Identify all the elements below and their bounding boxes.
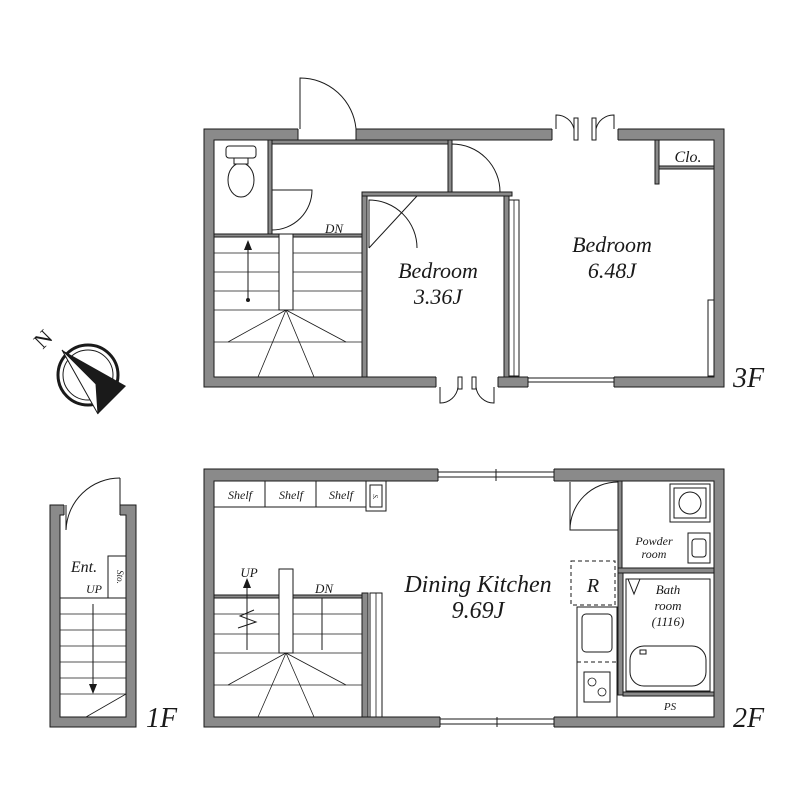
f3-toilet	[225, 145, 257, 198]
f2-shelf-1: Shelf	[228, 488, 254, 502]
f2-bath-line2: room	[655, 598, 682, 613]
f2-bath-top-wall	[617, 567, 715, 574]
f3-bottom-door-right	[475, 386, 495, 404]
f3-bedroom-a-left-wall	[361, 195, 368, 378]
f3-balcony-door-gap	[552, 127, 618, 142]
f2-ps-label: PS	[663, 701, 677, 713]
f2-fridge-space	[570, 560, 616, 606]
f2-fridge-label: R	[586, 575, 599, 597]
f2-bathtub	[625, 578, 711, 692]
f2-shelves	[213, 480, 387, 512]
f3-stairs	[213, 233, 363, 378]
f2-stairs	[213, 568, 365, 718]
f3-bedroom-b-door	[451, 143, 501, 193]
f1-entrance-label: Ent.	[70, 559, 97, 576]
f2-kitchen-counter	[576, 606, 618, 718]
compass-north-label: N	[28, 324, 57, 353]
f3-closet-wall	[654, 139, 660, 185]
f3-closet-label: Clo.	[674, 149, 701, 166]
f3-bottom-door-left	[439, 386, 459, 404]
floor-3f: DN Bedroom 3.36J Bedroom 6.48J Clo. 3F	[203, 77, 765, 404]
f2-powder-line1: Powder	[634, 534, 673, 548]
compass: N	[28, 324, 126, 415]
f3-outer-wall	[203, 128, 725, 388]
f2-shelf-4: S.	[371, 494, 379, 500]
f2-shelf-3: Shelf	[329, 488, 355, 502]
f2-bath-door	[627, 578, 641, 596]
f3-bedroom-b-name: Bedroom	[572, 232, 652, 257]
f2-washbasin	[687, 532, 711, 564]
f2-bath-line3: (1116)	[652, 614, 685, 629]
f3-balcony-door-right	[595, 114, 615, 130]
f3-bedroom-a-size: 3.36J	[413, 284, 464, 309]
f3-bedroom-partition	[503, 195, 510, 378]
f3-bottom-door-gap	[436, 375, 498, 389]
f2-dk-size: 9.69J	[452, 598, 506, 624]
f2-powder-line2: room	[642, 547, 667, 561]
f3-bedroom-b-size: 6.48J	[588, 258, 638, 283]
compass-ring	[56, 343, 120, 407]
f1-entrance-door	[65, 477, 121, 531]
floor-2f: Shelf Shelf Shelf S. UP DN	[203, 467, 765, 734]
f2-powder-door	[569, 481, 619, 531]
f2-floor-label: 2F	[733, 703, 765, 734]
f2-stair-dn-label: DN	[314, 581, 334, 596]
f2-dk-name: Dining Kitchen	[403, 572, 551, 598]
f3-toilet-wall	[267, 139, 273, 237]
f3-stair-dn-label: DN	[324, 221, 344, 236]
f3-toilet-door	[271, 189, 313, 231]
floor-1f: Sto. Ent. UP 1F	[49, 477, 178, 734]
f2-stair-up-label: UP	[240, 565, 257, 580]
f3-bedroom-a-name: Bedroom	[398, 258, 478, 283]
f1-stair-up-label: UP	[86, 582, 103, 596]
f2-bath-line1: Bath	[656, 582, 681, 597]
f2-washing-machine	[669, 483, 711, 523]
f2-shelf-2: Shelf	[279, 488, 305, 502]
f2-powder-wall	[617, 480, 623, 572]
f3-balcony-door-left	[555, 114, 575, 130]
f3-bedroom-a-door	[368, 199, 418, 249]
f3-bedroom-a-top-wall	[361, 191, 513, 197]
f3-top-door-gap	[298, 127, 356, 142]
f1-storage-label: Sto.	[115, 570, 125, 584]
f3-floor-label: 3F	[732, 363, 765, 394]
f3-door-swing	[299, 77, 357, 130]
f1-stairs	[60, 597, 127, 718]
f1-floor-label: 1F	[146, 703, 178, 734]
